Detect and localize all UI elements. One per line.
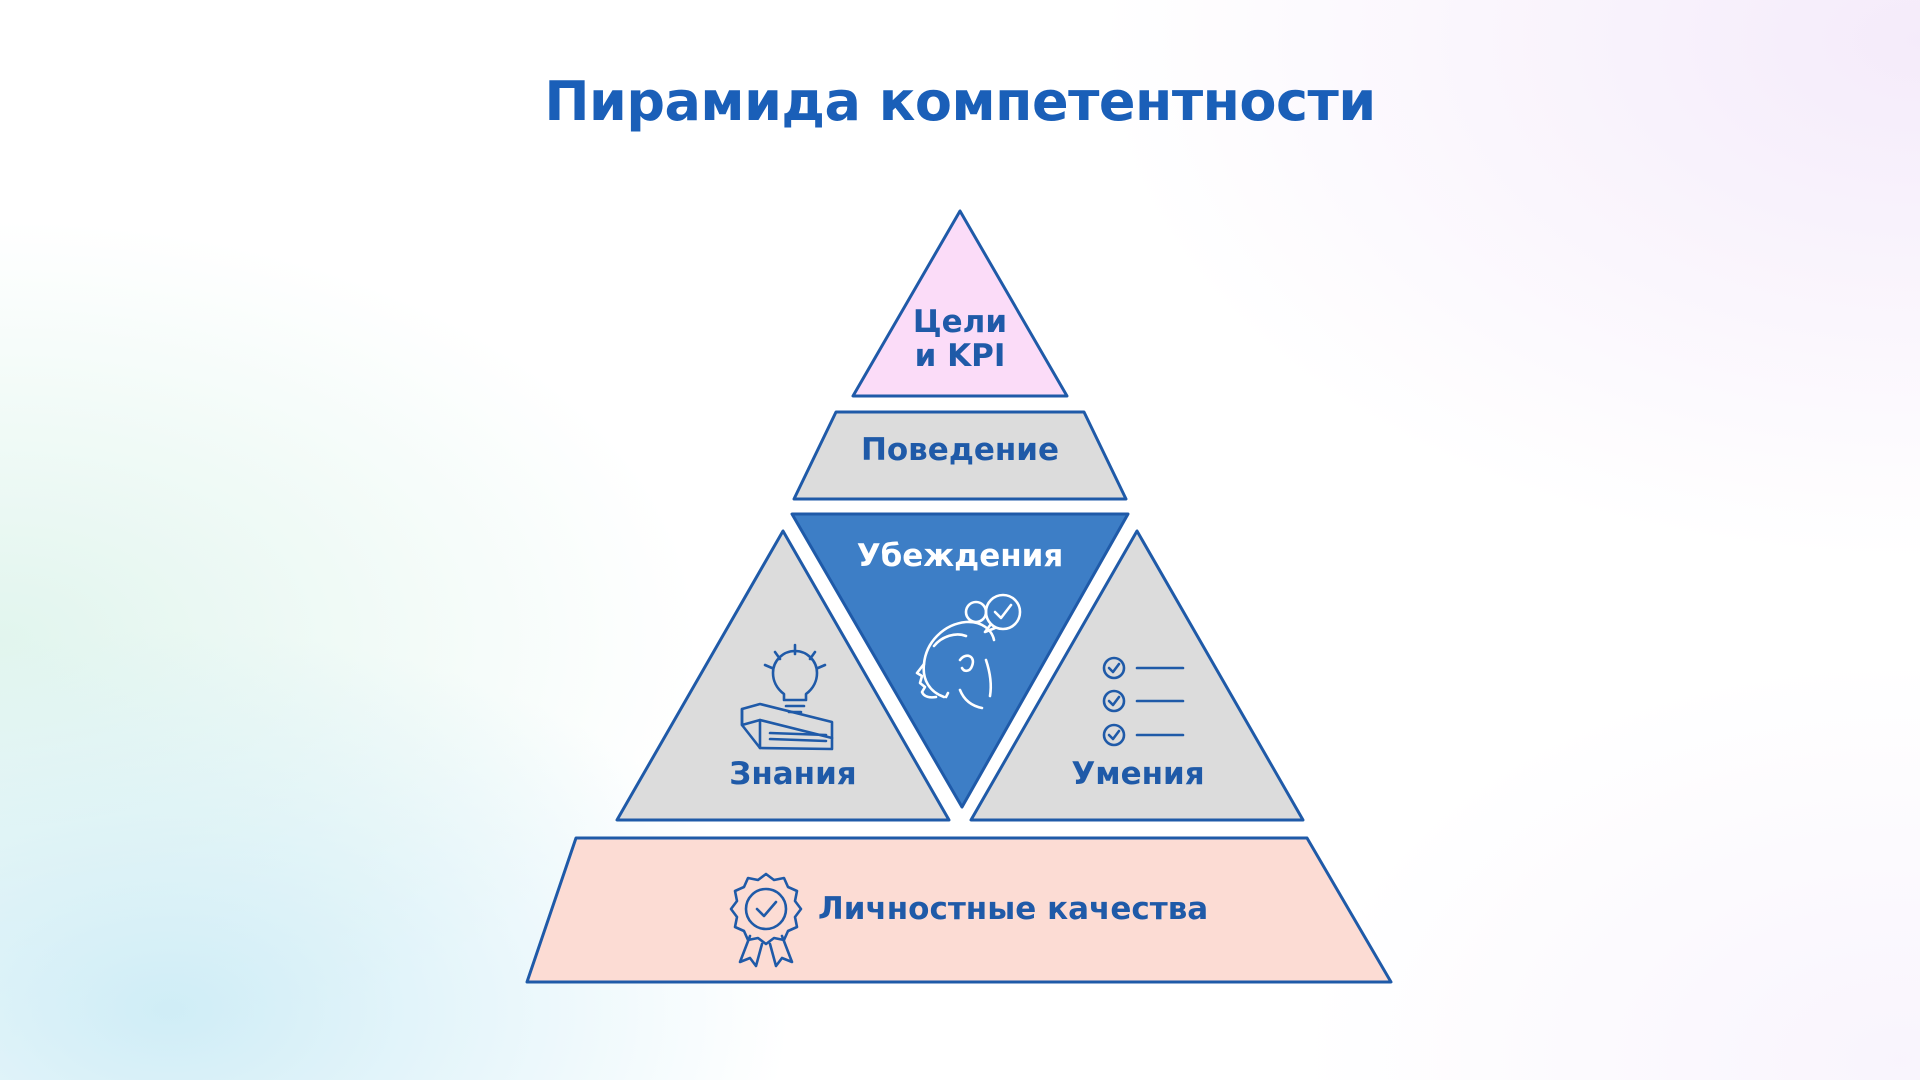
behavior-label: Поведение: [861, 432, 1059, 468]
level-personal-qualities: Личностные качества: [525, 836, 1393, 984]
checklist-icon: [1102, 656, 1185, 747]
goals-triangle: [851, 209, 1069, 398]
level-goals: Цели и KPI: [851, 209, 1069, 398]
person-with-checkmark-speech-bubble-icon: [915, 593, 1022, 710]
skills-triangle: [969, 529, 1305, 822]
personal-qualities-trapezoid: [525, 836, 1393, 984]
personal-qualities-label: Личностные качества: [818, 891, 1208, 927]
beliefs-label: Убеждения: [857, 538, 1064, 574]
goals-label-line2: и KPI: [915, 338, 1006, 374]
level-behavior: Поведение: [792, 410, 1128, 501]
skills-label: Умения: [1071, 756, 1204, 792]
page-title: Пирамида компетентности: [544, 70, 1376, 133]
level-beliefs: Убеждения: [790, 512, 1130, 809]
award-badge-icon: [729, 872, 803, 968]
goals-label-line1: Цели: [913, 304, 1007, 340]
level-skills: Умения: [969, 529, 1305, 822]
knowledge-label: Знания: [729, 756, 856, 792]
level-knowledge: Знания: [615, 529, 951, 822]
lightbulb-on-book-icon: [740, 643, 834, 751]
knowledge-triangle: [615, 529, 951, 822]
behavior-trapezoid: [792, 410, 1128, 501]
